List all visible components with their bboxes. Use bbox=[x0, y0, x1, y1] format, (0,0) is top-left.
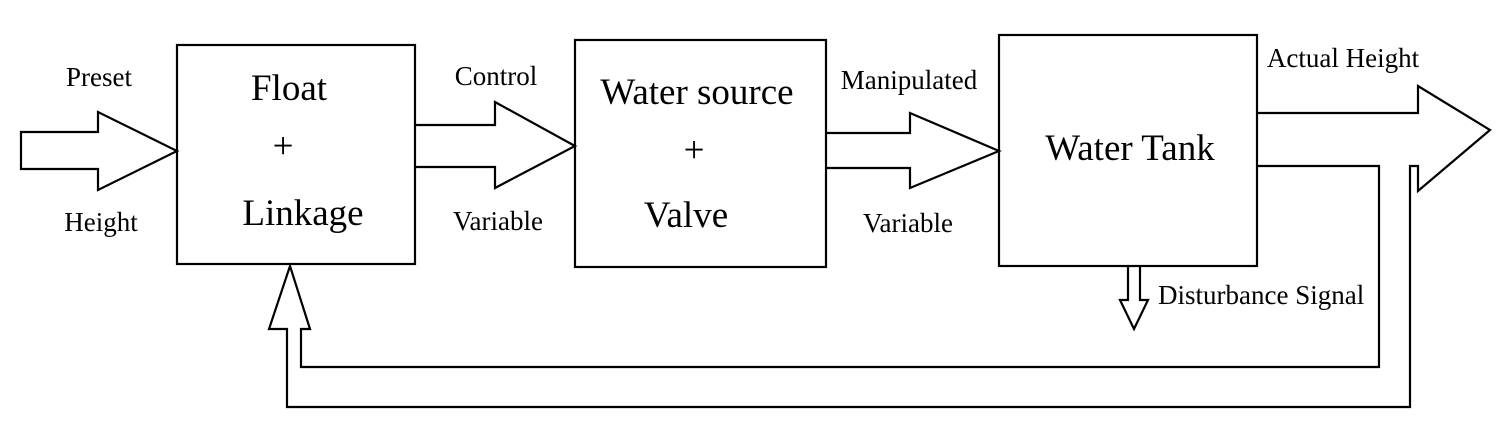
actual-height-label: Actual Height bbox=[1267, 43, 1420, 73]
float-label: Float bbox=[251, 68, 328, 109]
height-label: Height bbox=[64, 207, 138, 237]
water-source-label: Water source bbox=[600, 72, 793, 113]
control-variable-arrow bbox=[415, 100, 578, 190]
disturbance-label: Disturbance Signal bbox=[1158, 280, 1364, 310]
control-label: Control bbox=[455, 61, 538, 91]
water-source-valve-block bbox=[573, 38, 828, 269]
manipulated-variable-arrow bbox=[826, 111, 1002, 190]
actual-height-arrow bbox=[267, 84, 1492, 409]
preset-height-arrow bbox=[19, 110, 180, 192]
disturbance-arrow bbox=[1118, 266, 1150, 332]
float-plus-label: + bbox=[273, 126, 294, 167]
control-variable-label: Variable bbox=[453, 206, 543, 236]
float-linkage-block bbox=[175, 43, 417, 266]
valve-label: Valve bbox=[644, 195, 728, 236]
water-source-plus-label: + bbox=[684, 130, 705, 171]
manipulated-variable-label: Variable bbox=[863, 208, 953, 238]
manipulated-label: Manipulated bbox=[841, 65, 978, 95]
preset-label: Preset bbox=[66, 62, 132, 92]
water-tank-label: Water Tank bbox=[1045, 128, 1215, 169]
linkage-label: Linkage bbox=[242, 193, 363, 234]
